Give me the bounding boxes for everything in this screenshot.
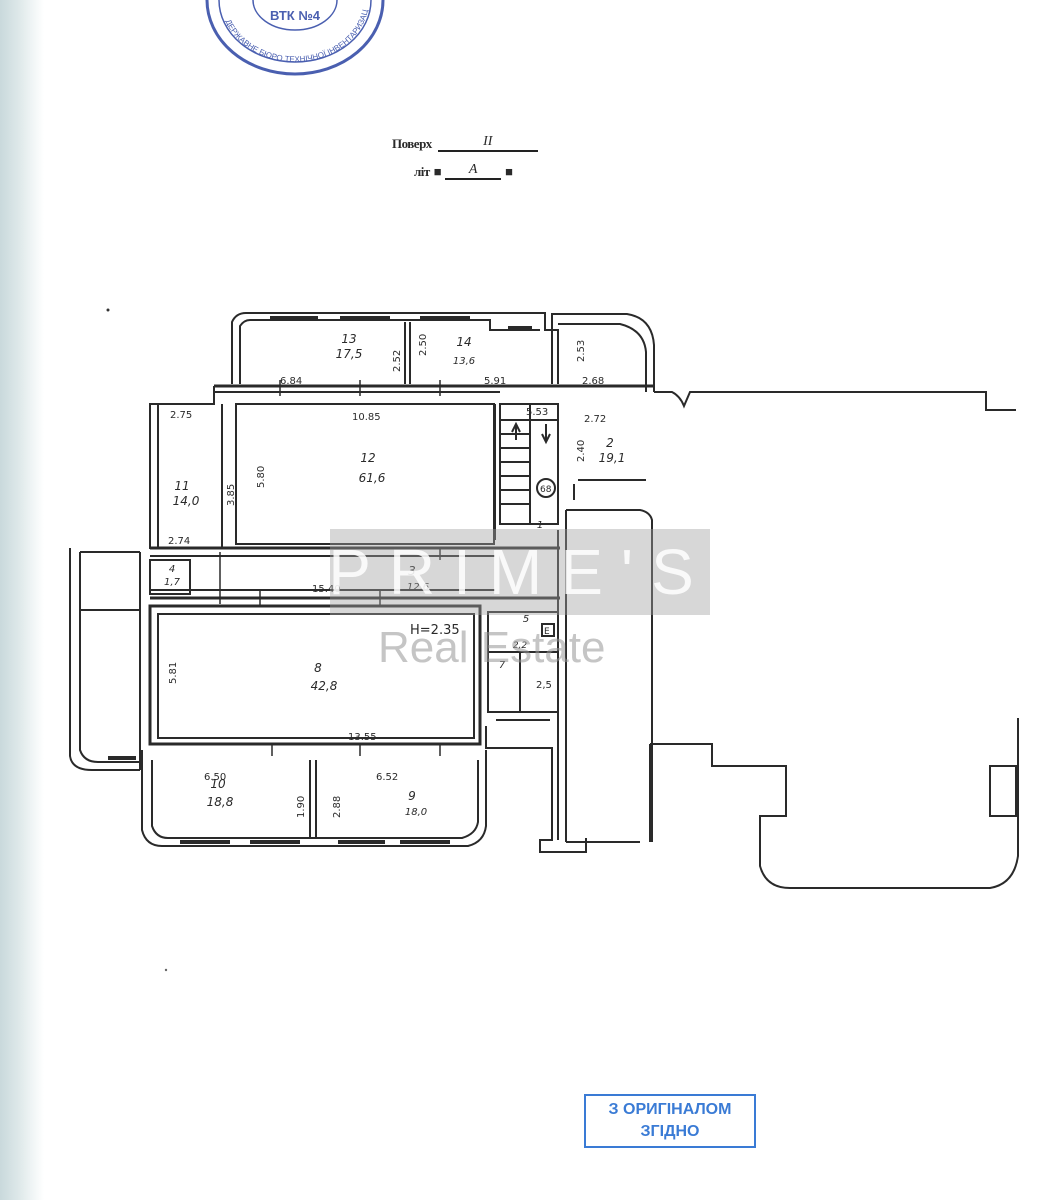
dim-6-84: 6.84 <box>280 376 302 387</box>
dim-13-55: 13.55 <box>348 732 377 743</box>
lit-label: літ <box>414 164 430 179</box>
room-7-number: 7 <box>499 660 506 671</box>
dim-2-75: 2.75 <box>170 410 192 421</box>
dim-2-53: 2.53 <box>576 340 587 362</box>
stamp-line-1: З ОРИГІНАЛОМ <box>608 1101 732 1118</box>
room-5-number: 5 <box>523 614 529 625</box>
dim-5-81: 5.81 <box>168 662 179 684</box>
dim-2-68: 2.68 <box>582 376 604 387</box>
room-9-number: 9 <box>408 789 416 803</box>
room-4-area: 1,7 <box>164 577 181 588</box>
room-3-area: 12,6 <box>407 582 429 593</box>
dim-5-80: 5.80 <box>256 466 267 488</box>
room-8-number: 8 <box>314 661 322 675</box>
watermark-subtitle: Real Estate <box>378 623 606 672</box>
room-13-area: 17,5 <box>336 347 363 361</box>
room-2-area: 19,1 <box>599 451 626 465</box>
room-11-number: 11 <box>174 479 189 493</box>
floor-value: II <box>437 134 538 152</box>
room-8-area: 42,8 <box>311 679 338 693</box>
wall-right-wing <box>551 313 655 392</box>
watermark-logo: PRIME'S <box>328 529 710 615</box>
floor-label: Поверх <box>392 136 432 151</box>
dim-5-91: 5.91 <box>484 376 506 387</box>
circle-mark-label: 68 <box>540 485 552 495</box>
room-10-area: 18,8 <box>207 795 234 809</box>
dim-2-40: 2.40 <box>576 440 587 462</box>
dim-2-72: 2.72 <box>584 414 606 425</box>
room-9-area: 18,0 <box>405 807 427 818</box>
height-note: Н=2.35 <box>410 623 460 638</box>
stamp-line-2: ЗГІДНО <box>640 1123 700 1140</box>
room-14-area: 13,6 <box>453 356 475 367</box>
room-12-area: 61,6 <box>359 471 386 485</box>
circle-mark <box>536 478 556 498</box>
wall-top-wing <box>231 312 559 384</box>
floor-header: Поверх II літ ■ А ■ <box>380 132 580 192</box>
dim-1-90: 1.90 <box>296 796 307 818</box>
room-11-area: 14,0 <box>173 494 200 508</box>
dim-10-85: 10.85 <box>352 412 381 423</box>
wall-bottom-rooms <box>141 750 487 847</box>
dim-15-40: 15.40 <box>312 584 341 595</box>
dim-3-85: 3.85 <box>226 484 237 506</box>
dim-6-50: 6.50 <box>204 772 226 783</box>
room-5-area: 2,2 <box>513 641 528 651</box>
room-8-outline <box>148 604 482 746</box>
dim-6-52: 6.52 <box>376 772 398 783</box>
room-12-number: 12 <box>360 451 375 465</box>
dim-2-5: 2,5 <box>536 680 552 691</box>
dim-2-50: 2.50 <box>418 334 429 356</box>
certified-copy-stamp: З ОРИГІНАЛОМ ЗГІДНО <box>584 1094 756 1148</box>
room-3-number: 3 <box>408 564 416 578</box>
watermark: PRIME'S Real Estate <box>328 525 710 685</box>
scan-edge <box>0 0 44 1200</box>
room-1-number: 1 <box>537 520 543 531</box>
lit-value: А <box>445 162 502 180</box>
room-4-number: 4 <box>169 564 175 575</box>
room-2-number: 2 <box>606 436 614 450</box>
room-13-number: 13 <box>341 332 356 346</box>
room-10-number: 10 <box>210 777 226 791</box>
round-seal: ВТК №4 ДЕРЖАВНЕ БЮРО ТЕХНІЧНОЇ ІНВЕНТАРИ… <box>200 0 385 76</box>
box-mark-label: Е <box>544 627 550 637</box>
wall-neighbor <box>654 391 1016 411</box>
wall-left-annex <box>69 548 140 771</box>
dim-2-74: 2.74 <box>168 536 190 547</box>
dim-2-88: 2.88 <box>332 796 343 818</box>
seal-center-text: ВТК №4 <box>270 8 321 23</box>
dim-5-53: 5.53 <box>526 407 548 418</box>
dim-2-52: 2.52 <box>392 350 403 372</box>
room-14-number: 14 <box>456 335 471 349</box>
